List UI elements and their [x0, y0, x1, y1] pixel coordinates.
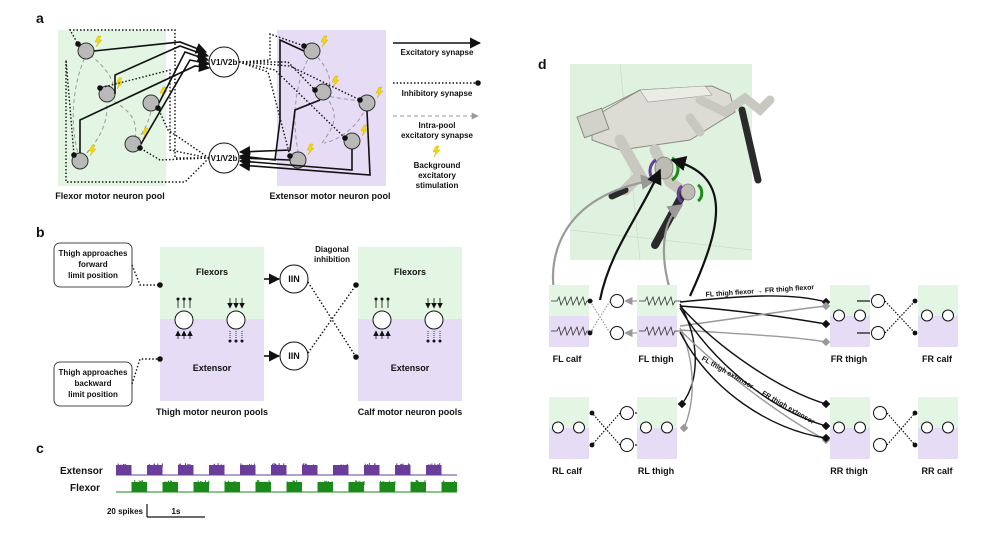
legend-background-1: Background: [414, 161, 461, 170]
legend-background-3: stimulation: [416, 181, 459, 190]
backward-limit-1: Thigh approaches: [59, 368, 128, 377]
thigh-neuron-icons: [174, 297, 246, 343]
legend-inhibitory: Inhibitory synapse: [402, 89, 473, 98]
flexor-burst: [317, 482, 333, 492]
panel-c: c Extensor Flexor 20 spikes 1s: [36, 440, 457, 518]
fr-calf-pool: [918, 285, 958, 347]
interneuron-top-label: V1/V2b: [211, 58, 238, 67]
interneuron-bottom-label: V1/V2b: [211, 154, 238, 163]
scale-spikes: 20 spikes: [107, 507, 144, 516]
flexor-burst: [224, 482, 240, 492]
backward-limit-2: backward: [75, 379, 112, 388]
extensor-pool-label: Extensor motor neuron pool: [269, 191, 390, 201]
flexor-burst: [286, 482, 302, 492]
extensor-burst: [426, 465, 442, 475]
panel-d-letter: d: [538, 56, 547, 72]
thigh-extensor-label: Extensor: [193, 363, 232, 373]
panel-b-letter: b: [36, 224, 45, 240]
panel-a-letter: a: [36, 10, 44, 26]
extensor-connection-label: FL thigh extensor → FR thigh extensor: [700, 355, 815, 426]
pool-boxes: [549, 285, 958, 459]
calf-pools-label: Calf motor neuron pools: [358, 407, 463, 417]
flexor-burst: [379, 482, 395, 492]
diagonal-label-1: Diagonal: [315, 245, 349, 254]
extensor-burst: [364, 465, 380, 475]
flexor-trace-label: Flexor: [70, 483, 100, 494]
extensor-burst: [209, 465, 225, 475]
rr-thigh-pool: [830, 397, 870, 459]
legend-background-2: excitatory: [418, 171, 456, 180]
flexor-burst: [348, 482, 364, 492]
flexor-burst: [162, 482, 178, 492]
extensor-burst: [395, 465, 411, 475]
iin-top-label: IIN: [288, 274, 300, 284]
forward-limit-1: Thigh approaches: [59, 249, 128, 258]
rr-thigh-label: RR thigh: [830, 466, 868, 476]
fr-calf-label: FR calf: [922, 354, 953, 364]
fr-thigh-pool: [830, 285, 870, 347]
calf-flexors-bg: [358, 247, 462, 319]
thigh-flexors-bg: [160, 247, 264, 319]
thigh-pools-label: Thigh motor neuron pools: [156, 407, 268, 417]
fl-thigh-pool: [637, 285, 681, 347]
panel-c-letter: c: [36, 440, 44, 456]
extensor-burst: [271, 465, 287, 475]
backward-limit-3: limit position: [68, 390, 118, 399]
scale-time: 1s: [172, 507, 181, 516]
calf-extensor-bg: [358, 319, 462, 401]
fr-thigh-label: FR thigh: [831, 354, 868, 364]
flexor-burst: [131, 482, 147, 492]
panel-a: a: [36, 10, 482, 201]
panel-d: d: [538, 56, 958, 476]
legend-intra-1: Intra-pool: [419, 121, 456, 130]
rl-thigh-pool: [637, 397, 677, 459]
calf-extensor-label: Extensor: [391, 363, 430, 373]
rl-calf-label: RL calf: [552, 466, 583, 476]
fl-thigh-label: FL thigh: [638, 354, 673, 364]
extensor-burst: [333, 465, 349, 475]
extensor-burst: [240, 465, 256, 475]
flexor-spike-trace: [131, 480, 457, 492]
diagonal-label-2: inhibition: [314, 255, 350, 264]
calf-neuron-icons: [372, 297, 444, 343]
flexor-pool-label: Flexor motor neuron pool: [55, 191, 165, 201]
legend-intra-2: excitatory synapse: [401, 131, 474, 140]
thigh-extensor-bg: [160, 319, 264, 401]
fl-calf-label: FL calf: [553, 354, 583, 364]
extensor-burst: [147, 465, 163, 475]
rl-calf-pool: [549, 397, 589, 459]
extensor-burst: [302, 465, 318, 475]
extensor-burst: [116, 465, 132, 475]
panel-a-legend: Excitatory synapse Inhibitory synapse In…: [393, 37, 482, 190]
extensor-spike-trace: [116, 463, 442, 475]
flexor-burst: [410, 482, 426, 492]
forward-limit-3: limit position: [68, 271, 118, 280]
extensor-burst: [178, 465, 194, 475]
flexor-burst: [193, 482, 209, 492]
legend-excitatory: Excitatory synapse: [401, 48, 474, 57]
rr-calf-label: RR calf: [921, 466, 953, 476]
iin-bottom-label: IIN: [288, 351, 300, 361]
thigh-flexors-label: Flexors: [196, 267, 228, 277]
extensor-trace-label: Extensor: [60, 466, 103, 477]
rl-thigh-label: RL thigh: [638, 466, 674, 476]
rr-calf-pool: [918, 397, 958, 459]
flexor-burst: [255, 482, 271, 492]
calf-flexors-label: Flexors: [394, 267, 426, 277]
forward-limit-2: forward: [78, 260, 107, 269]
panel-b: b Flexors Extensor Flexors Extensor: [36, 224, 462, 417]
fl-calf-pool: [549, 285, 593, 347]
interlimb-connections: [677, 295, 831, 445]
flexor-burst: [441, 482, 457, 492]
